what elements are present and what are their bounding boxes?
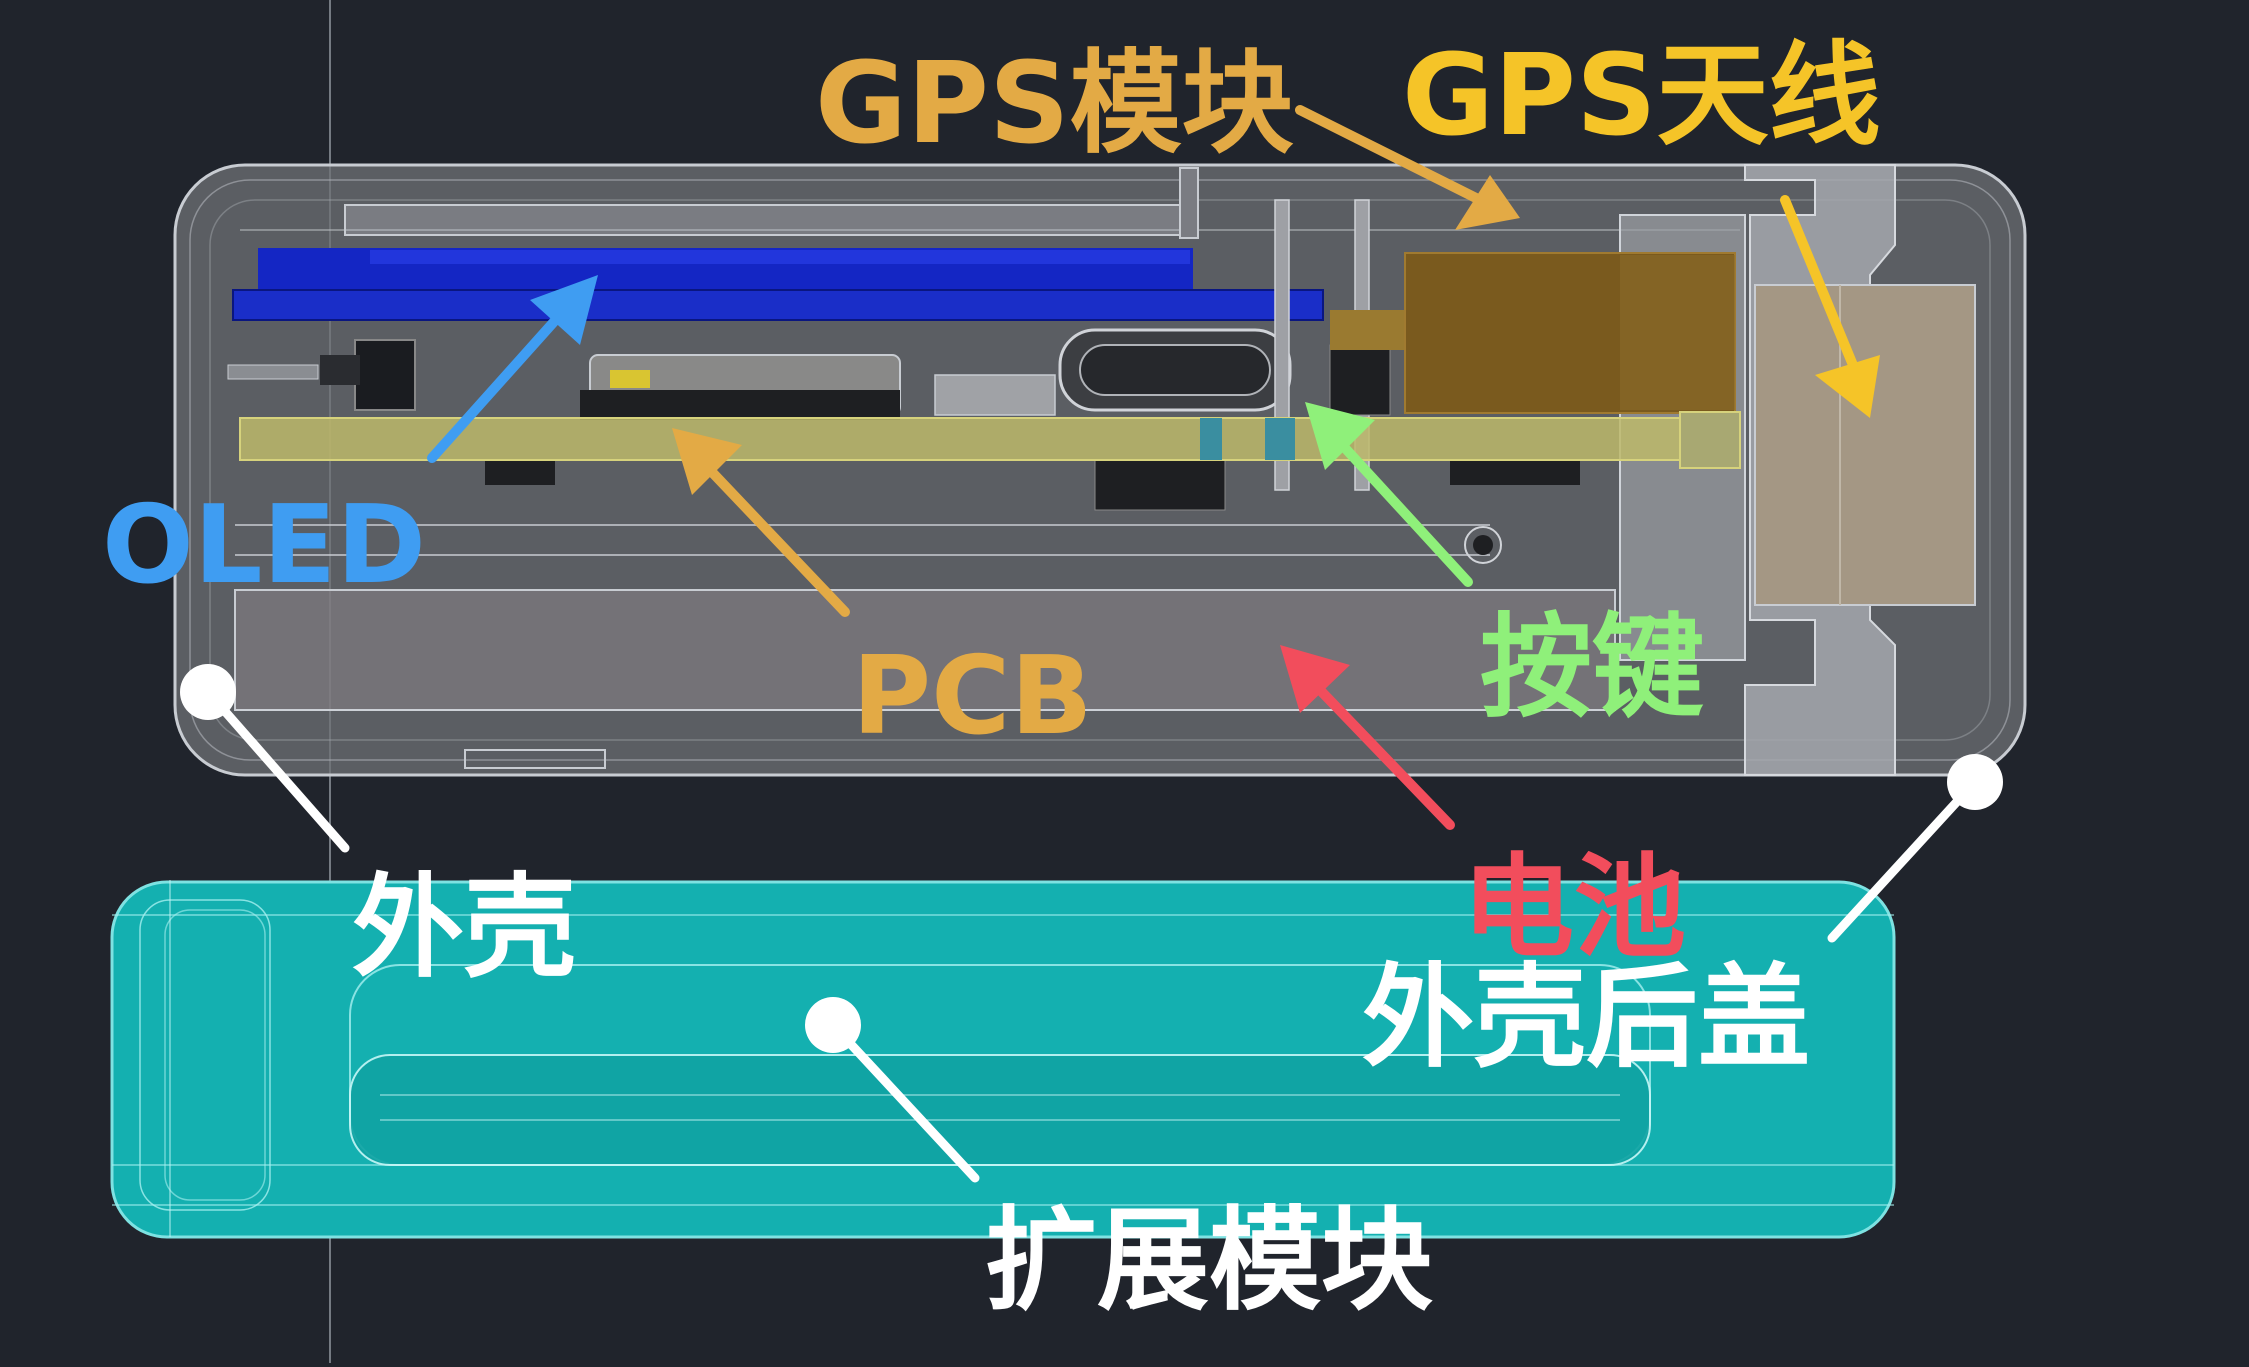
expansion-module xyxy=(110,880,1896,1239)
arrow-icon xyxy=(1295,105,1520,230)
arrow-icon xyxy=(1780,195,1880,418)
arrow-icon xyxy=(427,275,598,463)
arrow-icon xyxy=(1305,402,1473,587)
pcb-components xyxy=(227,199,1580,564)
oled-label: OLED xyxy=(102,483,427,608)
gps-module-label: GPS模块 xyxy=(815,39,1294,169)
shell-back-cover-label: 外壳后盖 xyxy=(1362,953,1810,1083)
arrow-icon xyxy=(672,428,850,617)
gps-module-block xyxy=(1330,252,1736,414)
pcb-board xyxy=(239,411,1741,469)
arrow-icon xyxy=(1280,645,1455,830)
pcb-label: PCB xyxy=(852,634,1093,759)
expansion-module-label: 扩展模块 xyxy=(985,1196,1433,1326)
button-label: 按键 xyxy=(1480,603,1704,733)
pointer-dot-icon xyxy=(805,997,980,1183)
pointer-dot-icon xyxy=(180,664,350,853)
pointer-dot-icon xyxy=(1827,754,2003,943)
gps-antenna-label: GPS天线 xyxy=(1402,31,1881,161)
battery-label: 电池 xyxy=(1462,843,1686,973)
oled-panel xyxy=(232,248,1324,321)
shell-label: 外壳 xyxy=(352,863,576,993)
